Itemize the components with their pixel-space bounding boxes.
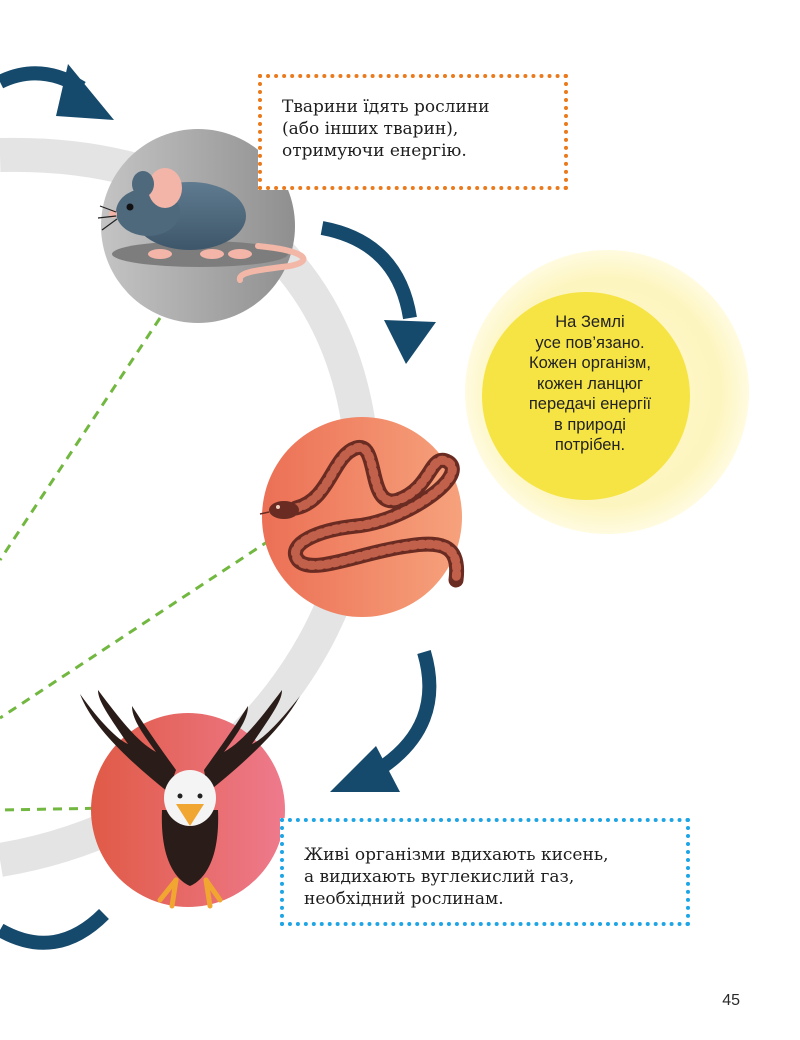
sun-message: На Землі усе пов’язано. Кожен організм, … (500, 312, 680, 456)
cycle-arrow-icon (0, 914, 104, 943)
page-number: 45 (700, 992, 740, 1010)
cycle-arrow-icon (0, 64, 114, 120)
snake-illustration (260, 417, 462, 617)
note-animals-eat: Тварини їдять рослини (або інших тварин)… (258, 74, 568, 190)
dashed-link-snake (0, 540, 270, 718)
dashed-link-mouse (0, 318, 160, 560)
cycle-arrow-icon (330, 652, 429, 792)
note-breathing: Живі організми вдихають кисень, а видиха… (280, 818, 690, 926)
